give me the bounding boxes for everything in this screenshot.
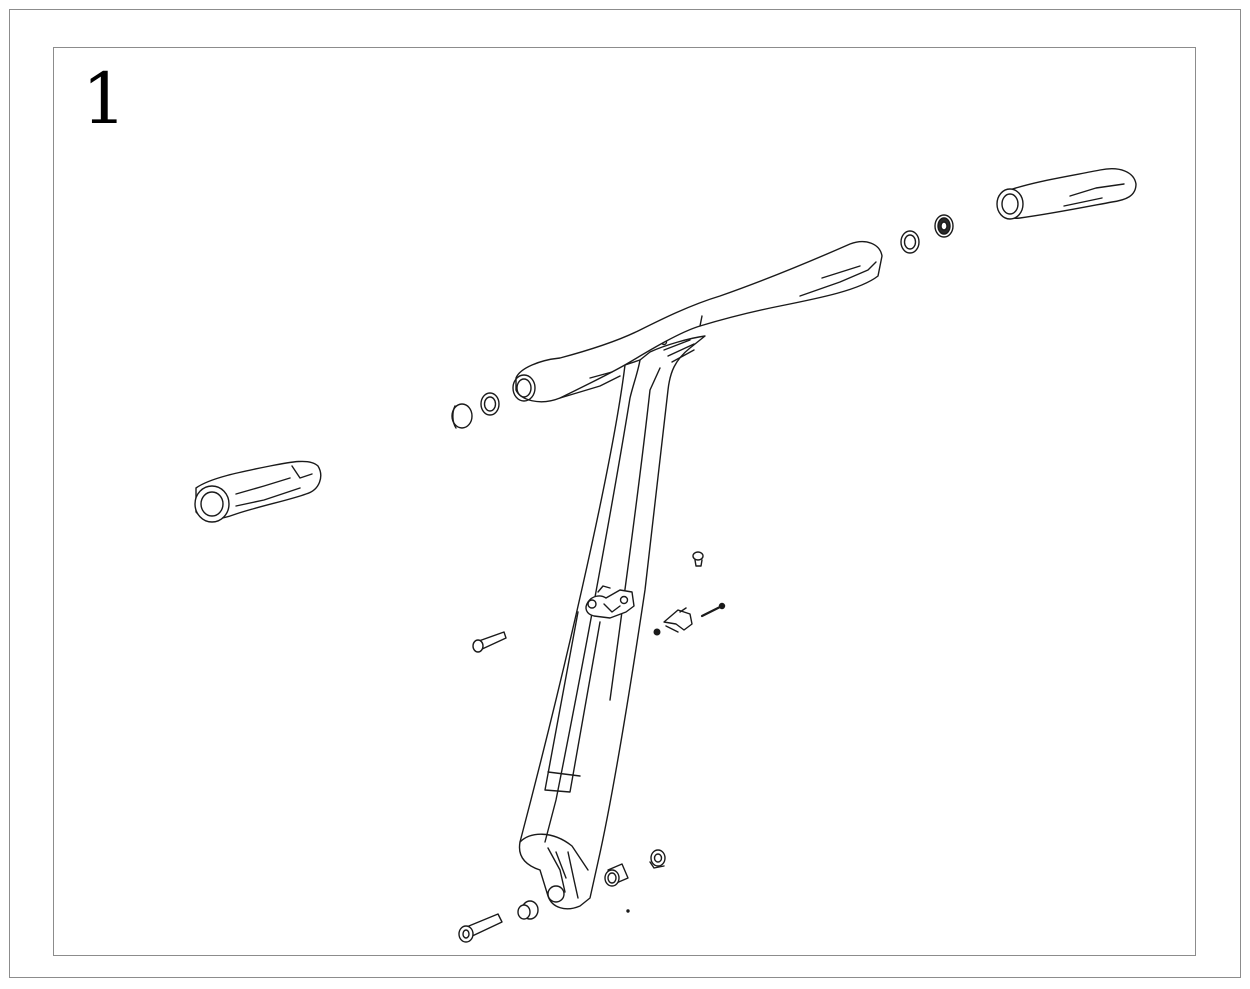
latch-ball xyxy=(654,629,660,635)
left-grip xyxy=(195,461,321,522)
step-number: 1 xyxy=(82,58,127,140)
pivot-bushing-right xyxy=(605,864,628,886)
latch-pin xyxy=(702,604,725,617)
diagram-frame xyxy=(53,47,1196,956)
pivot-bushing-left xyxy=(518,901,538,919)
right-grip xyxy=(997,169,1136,219)
small-screw-top xyxy=(693,552,703,566)
pivot-nut xyxy=(650,850,665,868)
left-washer xyxy=(481,393,499,415)
right-washer xyxy=(901,231,919,253)
right-bearing xyxy=(935,215,953,237)
clamp-bolt xyxy=(473,632,506,652)
pivot-bolt xyxy=(459,914,502,942)
stem-clamp xyxy=(586,586,634,618)
stray-dot xyxy=(627,910,629,912)
handlebar xyxy=(513,242,882,402)
latch-lever xyxy=(664,608,692,632)
left-spacer xyxy=(452,404,472,428)
